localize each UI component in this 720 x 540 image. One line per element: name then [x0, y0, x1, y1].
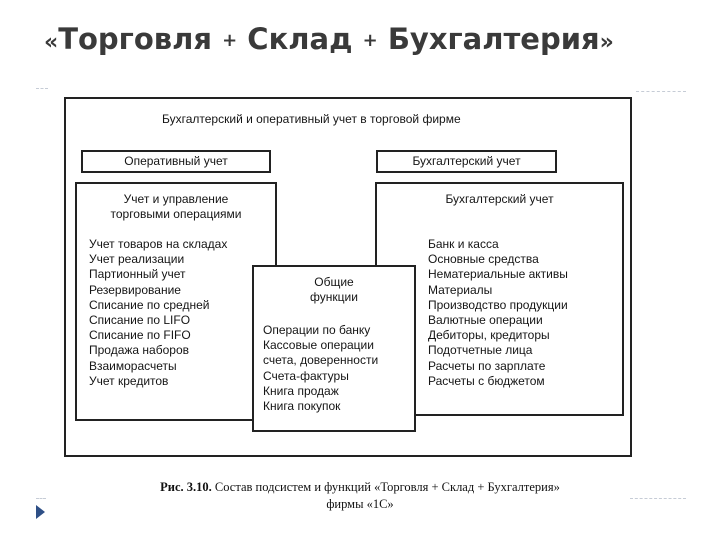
common-functions-list: Операции по банку Кассовые операции счет…: [263, 323, 378, 414]
bookkeeping-list: Банк и касса Основные средства Нематериа…: [428, 237, 568, 389]
list-item: Банк и касса: [428, 237, 499, 251]
divider-line: [630, 498, 686, 499]
list-item: Кассовые операции: [263, 338, 374, 353]
title-plus: +: [362, 30, 378, 51]
diagram-frame: Бухгалтерский и оперативный учет в торго…: [64, 97, 632, 457]
panel-title: функции: [310, 290, 358, 304]
list-item: Книга продаж: [263, 383, 339, 398]
panel-title: Бухгалтерский учет: [445, 192, 554, 206]
panel-title: Учет и управление: [123, 192, 229, 206]
title-open-quote: «: [44, 30, 59, 55]
title-part-accounting: Бухгалтерия: [387, 22, 600, 56]
header-label: Бухгалтерский учет: [412, 154, 521, 168]
list-item: Подотчетные лица: [428, 343, 533, 358]
panel-title: Общие: [314, 275, 354, 289]
diagram-heading: Бухгалтерский и оперативный учет в торго…: [162, 112, 461, 126]
caption-label: Рис. 3.10.: [160, 480, 212, 494]
divider-line: [636, 91, 686, 92]
list-item: Взаиморасчеты: [89, 358, 177, 373]
list-item: Нематериальные активы: [428, 267, 568, 282]
common-functions-panel: Общие функции Операции по банку Кассовые…: [252, 265, 416, 432]
slide-title: «Торговля + Склад + Бухгалтерия»: [44, 22, 704, 56]
title-part-trade: Торговля: [58, 22, 212, 56]
trade-operations-panel: Учет и управление торговыми операциями У…: [75, 182, 277, 421]
list-item: Списание по LIFO: [89, 313, 191, 328]
title-part-warehouse: Склад: [247, 22, 353, 56]
list-item: Расчеты по зарплате: [428, 358, 546, 373]
list-item: Валютные операции: [428, 313, 543, 328]
list-item: счета, доверенности: [263, 353, 379, 368]
bookkeeping-header: Бухгалтерский учет: [376, 150, 557, 173]
list-item: Операции по банку: [263, 323, 371, 337]
list-item: Учет кредитов: [89, 373, 169, 388]
list-item: Партионный учет: [89, 267, 186, 282]
list-item: Основные средства: [428, 252, 539, 267]
header-label: Оперативный учет: [124, 154, 228, 168]
list-item: Материалы: [428, 282, 493, 297]
list-item: Дебиторы, кредиторы: [428, 328, 550, 343]
operational-accounting-header: Оперативный учет: [81, 150, 271, 173]
list-item: Учет товаров на складах: [89, 237, 228, 251]
divider-line: [36, 498, 46, 499]
list-item: Учет реализации: [89, 252, 185, 267]
trade-operations-list: Учет товаров на складах Учет реализации …: [89, 237, 227, 389]
figure-caption: Рис. 3.10. Состав подсистем и функций «Т…: [0, 480, 720, 495]
list-item: Списание по средней: [89, 297, 210, 312]
title-plus: +: [222, 30, 238, 51]
list-item: Продажа наборов: [89, 343, 189, 358]
list-item: Резервирование: [89, 282, 181, 297]
divider-line: [36, 88, 48, 89]
bookkeeping-panel: Бухгалтерский учет Банк и касса Основные…: [375, 182, 624, 416]
caption-line: Состав подсистем и функций «Торговля + С…: [214, 480, 560, 494]
list-item: Расчеты с бюджетом: [428, 373, 545, 388]
list-item: Производство продукции: [428, 297, 568, 312]
title-close-quote: »: [599, 30, 614, 55]
figure-caption-second-line: фирмы «1С»: [326, 497, 394, 511]
next-slide-arrow-icon[interactable]: [36, 505, 45, 519]
list-item: Книга покупок: [263, 399, 341, 414]
panel-title: торговыми операциями: [110, 207, 242, 221]
list-item: Списание по FIFO: [89, 328, 191, 343]
list-item: Счета-фактуры: [263, 368, 349, 383]
